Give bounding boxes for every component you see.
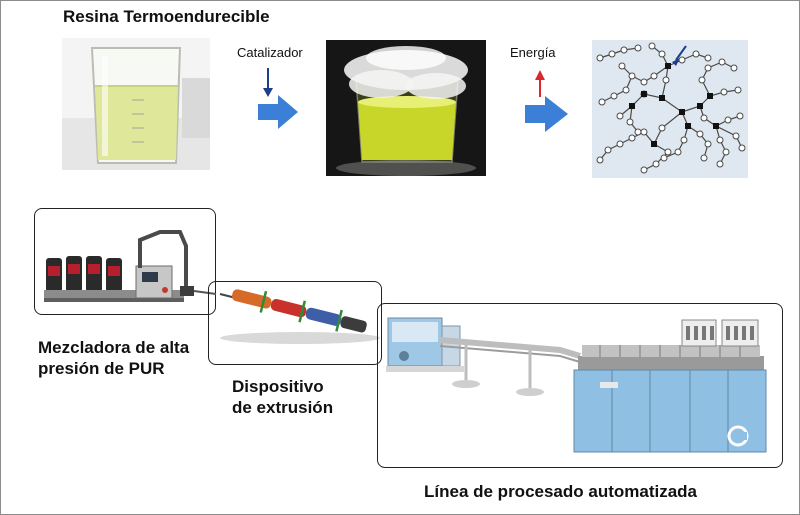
mixer-label-line-2: presión de PUR xyxy=(38,359,165,378)
extrusion-box xyxy=(208,281,382,365)
mixer-label: Mezcladora de alta presión de PUR xyxy=(38,337,189,379)
polymer-network-diagram xyxy=(592,40,748,178)
catalyst-label: Catalizador xyxy=(237,45,303,60)
processing-line-box xyxy=(377,303,783,468)
mixer-box xyxy=(34,208,216,315)
energy-label: Energía xyxy=(510,45,556,60)
curing-beaker-photo xyxy=(326,40,486,176)
mixer-label-line-1: Mezcladora de alta xyxy=(38,338,190,357)
extrusion-label-line-2: de extrusión xyxy=(232,398,334,417)
extrusion-label-line-1: Dispositivo xyxy=(232,377,324,396)
resin-title: Resina Termoendurecible xyxy=(63,7,270,26)
extrusion-label: Dispositivo de extrusión xyxy=(232,376,333,418)
processing-line-label: Línea de procesado automatizada xyxy=(424,482,698,501)
resin-beaker-photo xyxy=(62,38,210,170)
